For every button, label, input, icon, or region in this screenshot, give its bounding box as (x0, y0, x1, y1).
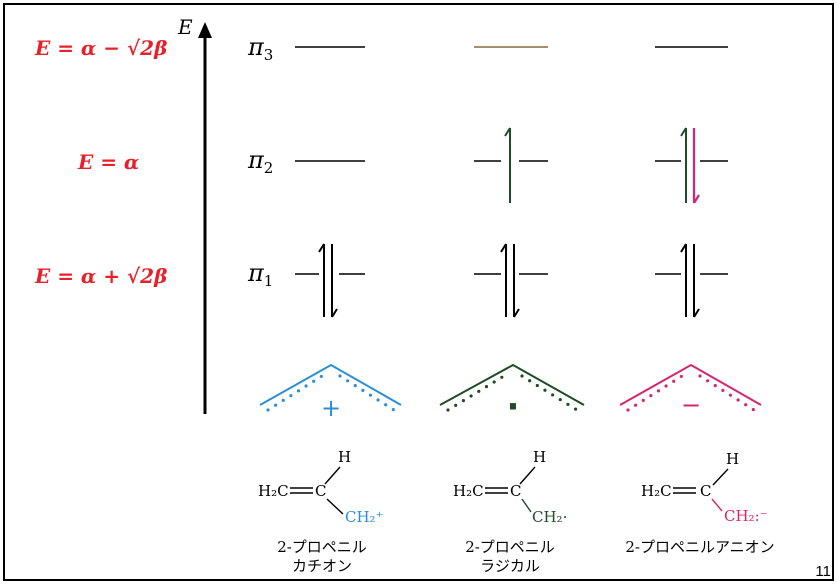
radical-h: H (533, 448, 546, 466)
pi3-label: π3 (247, 33, 273, 64)
anion-h: H (726, 450, 739, 468)
slide-frame (3, 3, 834, 581)
radical-name-line1: 2-プロペニル (465, 538, 555, 556)
energy-axis-arrowhead (198, 22, 212, 38)
anion-pi2-down-electron (692, 128, 700, 204)
radical-column (474, 46, 548, 318)
cation-name: 2-プロペニル カチオン (252, 538, 392, 576)
energy-label-pi1: E = α + √2β (35, 264, 168, 288)
radical-structure: H H₂C C CH₂· (453, 448, 567, 526)
radical-pi2-up-electron (504, 127, 511, 203)
cation-structure: H H₂C C CH₂⁺ (258, 448, 384, 526)
cation-h2c: H₂C (258, 482, 289, 500)
cation-c: C (315, 482, 326, 500)
cation-ch2: CH₂⁺ (345, 508, 384, 526)
radical-delocalization: · (439, 363, 585, 427)
radical-ch2: CH₂· (532, 508, 567, 526)
anion-column (655, 46, 728, 318)
anion-charge: − (681, 391, 701, 419)
cation-name-line2: カチオン (291, 557, 352, 575)
anion-structure: H H₂C C CH₂:⁻ (641, 450, 768, 525)
anion-pi1-up-electron (680, 243, 687, 317)
pi1-label: π1 (247, 259, 273, 290)
slide-number: 11 (815, 563, 831, 580)
anion-pi1-down-electron (693, 244, 700, 318)
radical-charge: · (507, 387, 520, 427)
anion-c: C (700, 482, 711, 500)
cation-column (295, 46, 365, 318)
energy-axis-label: E (177, 15, 193, 39)
energy-label-pi2: E = α (78, 150, 140, 174)
cation-pi1-up-electron (318, 243, 325, 317)
radical-pi1-down-electron (513, 244, 520, 318)
cation-delocalization: + (259, 363, 402, 422)
cation-h: H (338, 448, 351, 466)
anion-ch2: CH₂:⁻ (724, 507, 768, 525)
anion-delocalization: − (619, 363, 762, 419)
pi2-label: π2 (247, 146, 273, 177)
radical-pi1-up-electron (500, 243, 507, 317)
cation-charge: + (321, 394, 341, 422)
anion-pi2-up-electron (680, 127, 687, 203)
cation-pi1-down-electron (331, 244, 338, 318)
radical-name-line2: ラジカル (480, 557, 540, 575)
radical-h2c: H₂C (453, 482, 484, 500)
anion-name-line1: 2-プロペニルアニオン (625, 538, 775, 556)
cation-name-line1: 2-プロペニル (277, 538, 367, 556)
anion-name: 2-プロペニルアニオン (610, 538, 790, 557)
energy-label-pi3: E = α − √2β (35, 36, 168, 60)
radical-name: 2-プロペニル ラジカル (440, 538, 580, 576)
anion-h2c: H₂C (641, 482, 672, 500)
radical-c: C (510, 482, 521, 500)
